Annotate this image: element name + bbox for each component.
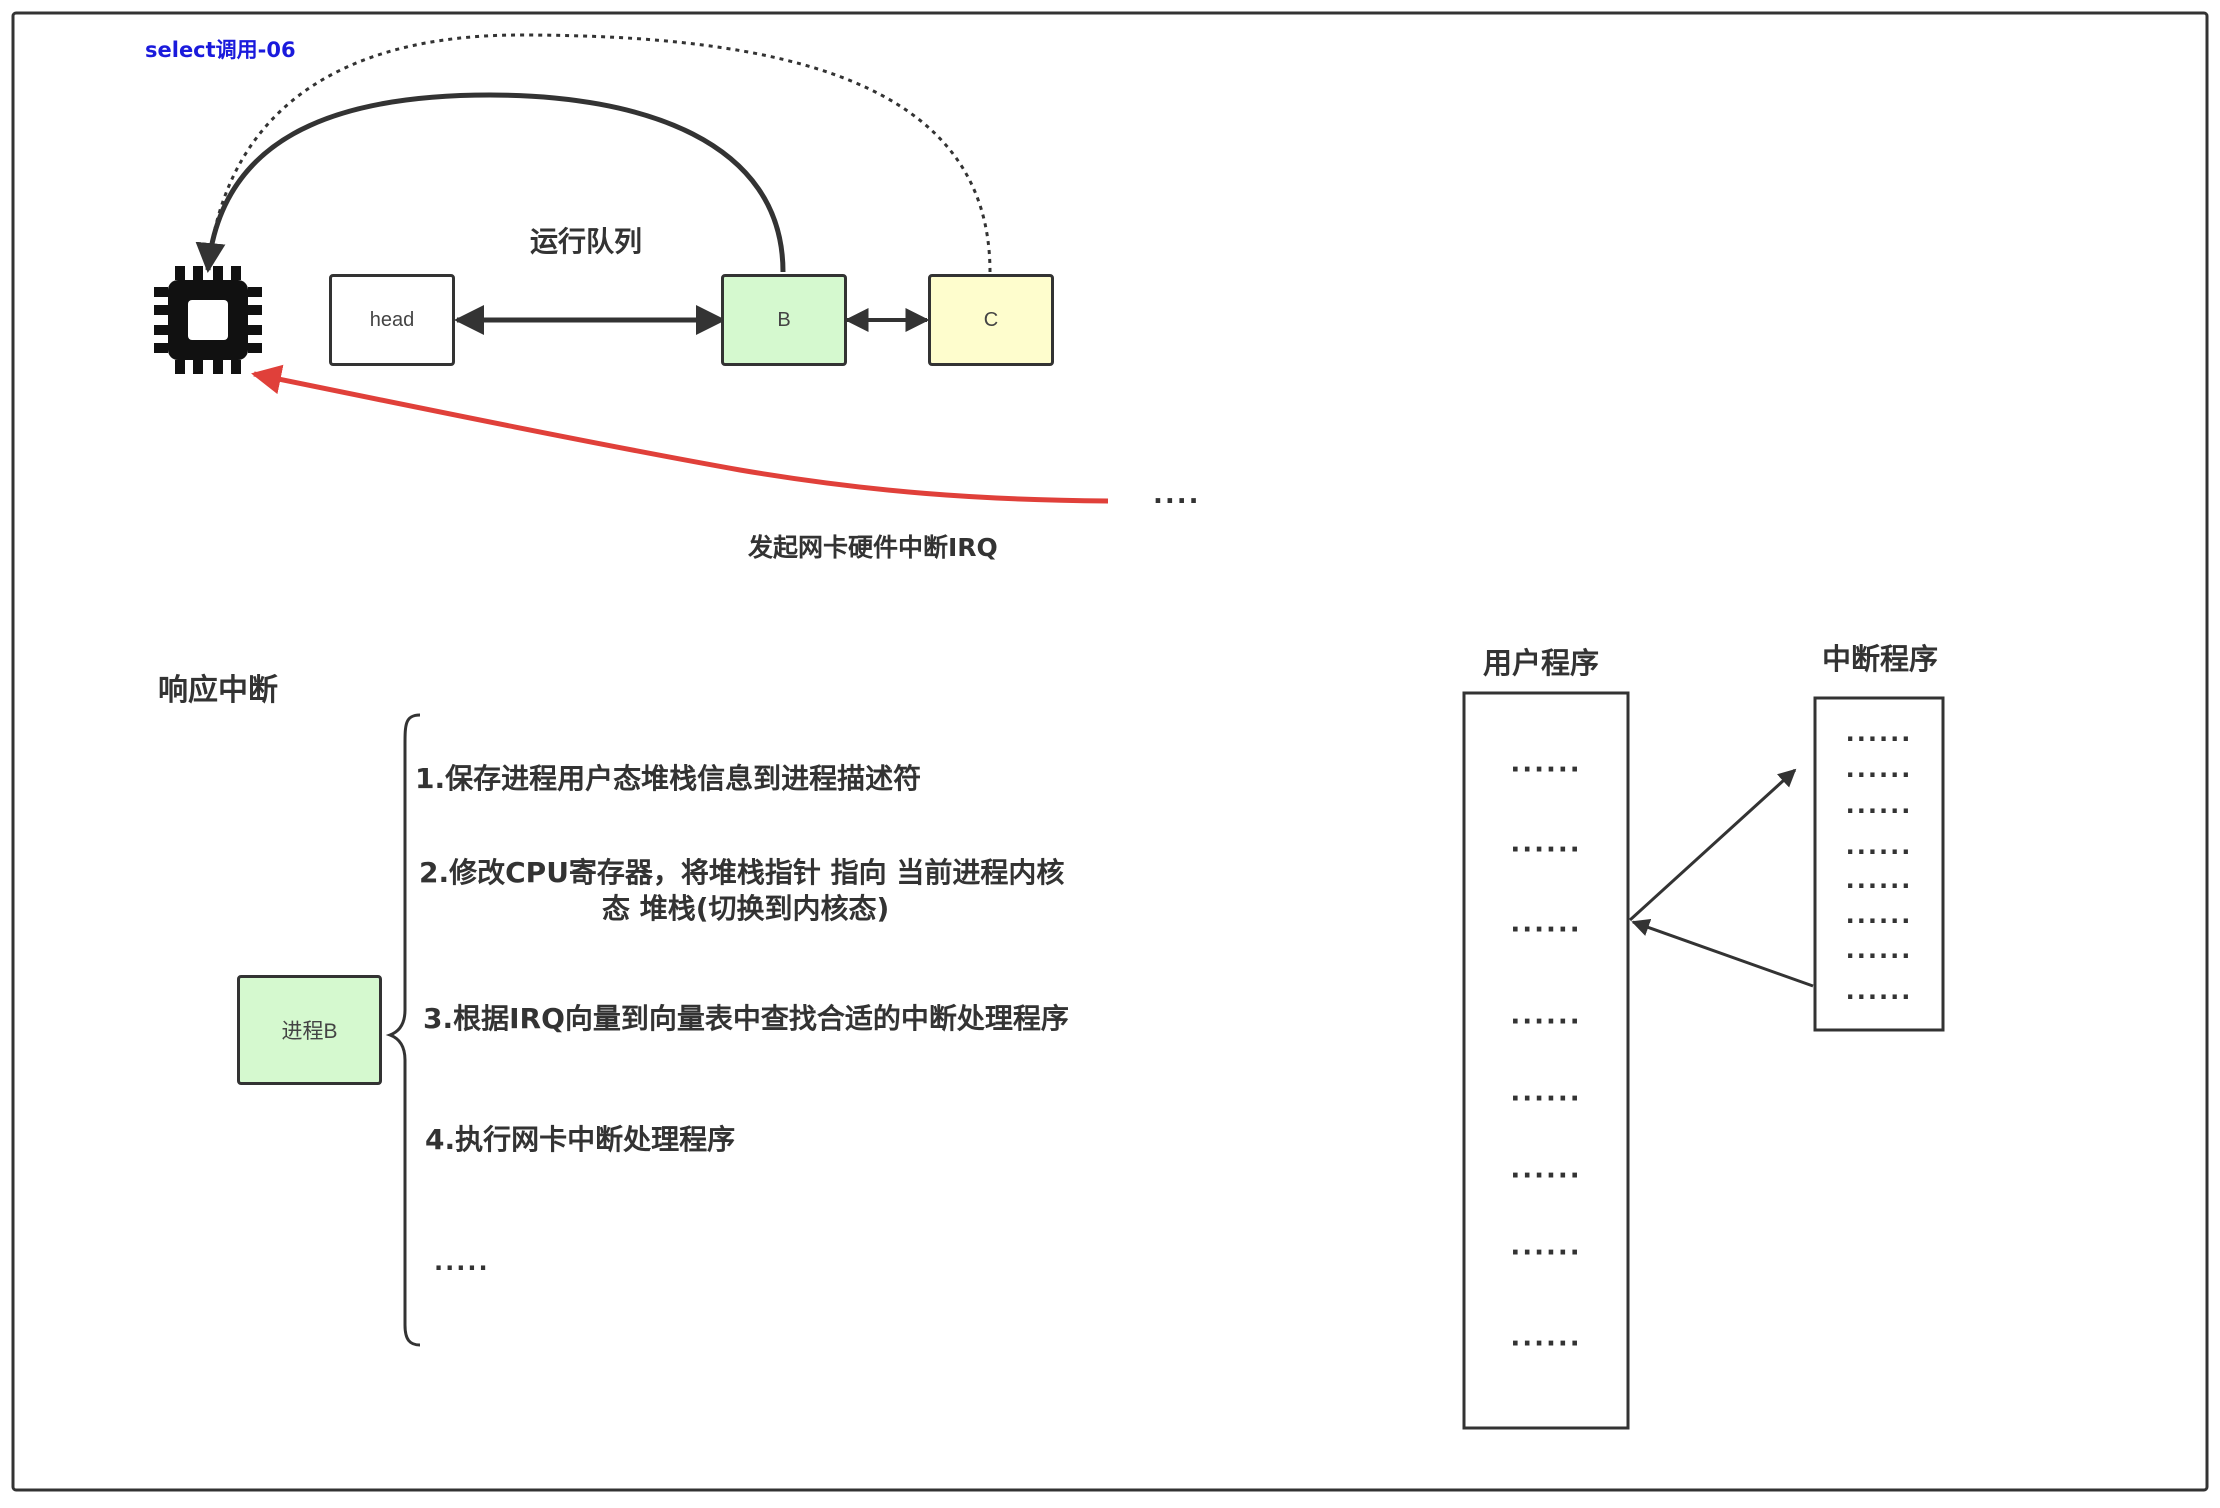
user-program-title: 用户程序 [1483,646,1600,680]
diagram-title: select调用-06 [145,38,296,62]
user-program-row: ······ [1510,1084,1582,1114]
interrupt-program-row: ······ [1845,725,1913,753]
user-program-row: ······ [1510,1161,1582,1191]
step-4: 4.执行网卡中断处理程序 [425,1123,736,1156]
user-program-row: ······ [1510,755,1582,785]
interrupt-program-row: ······ [1845,838,1913,866]
irq-label: 发起网卡硬件中断IRQ [748,533,998,562]
queue-tail-dots: .... [1153,480,1201,510]
interrupt-program-title: 中断程序 [1822,642,1939,676]
interrupt-program-row: ······ [1845,872,1913,900]
queue-node-b: B [721,274,847,366]
interrupt-program-row: ······ [1845,907,1913,935]
run-queue-label: 运行队列 [530,225,643,258]
interrupt-program-row: ······ [1845,983,1913,1011]
interrupt-program-row: ······ [1845,761,1913,789]
step-2: 2.修改CPU寄存器，将堆栈指针 指向 当前进程内核 [419,856,1065,889]
arrow-return-to-user [1631,918,1814,988]
queue-node-head: head [329,274,455,366]
user-program-row: ······ [1510,1007,1582,1037]
step-1: 1.保存进程用户态堆栈信息到进程描述符 [415,762,922,795]
step-3: 3.根据IRQ向量到向量表中查找合适的中断处理程序 [423,1002,1069,1035]
irq-arrow [251,364,1109,504]
user-program-row: ······ [1510,835,1582,865]
outer-frame [11,11,2209,1492]
steps-more-dots: ..... [434,1248,490,1276]
arrow-to-interrupt [1628,768,1797,922]
dotted-arc-c-to-cpu [200,33,992,273]
respond-interrupt-title: 响应中断 [158,673,278,708]
interrupt-program-row: ······ [1845,797,1913,825]
user-program-row: ······ [1510,915,1582,945]
solid-arc-b-to-cpu [195,92,786,273]
queue-node-c: C [928,274,1054,366]
process-b-node: 进程B [237,975,382,1085]
steps-brace [385,713,421,1347]
cpu-chip-icon [154,266,262,374]
user-program-box [1462,691,1630,1430]
step-2-continued: 态 堆栈(切换到内核态) [602,892,890,925]
user-program-row: ······ [1510,1238,1582,1268]
interrupt-program-row: ······ [1845,942,1913,970]
interrupt-program-box [1813,696,1945,1032]
user-program-row: ······ [1510,1329,1582,1359]
